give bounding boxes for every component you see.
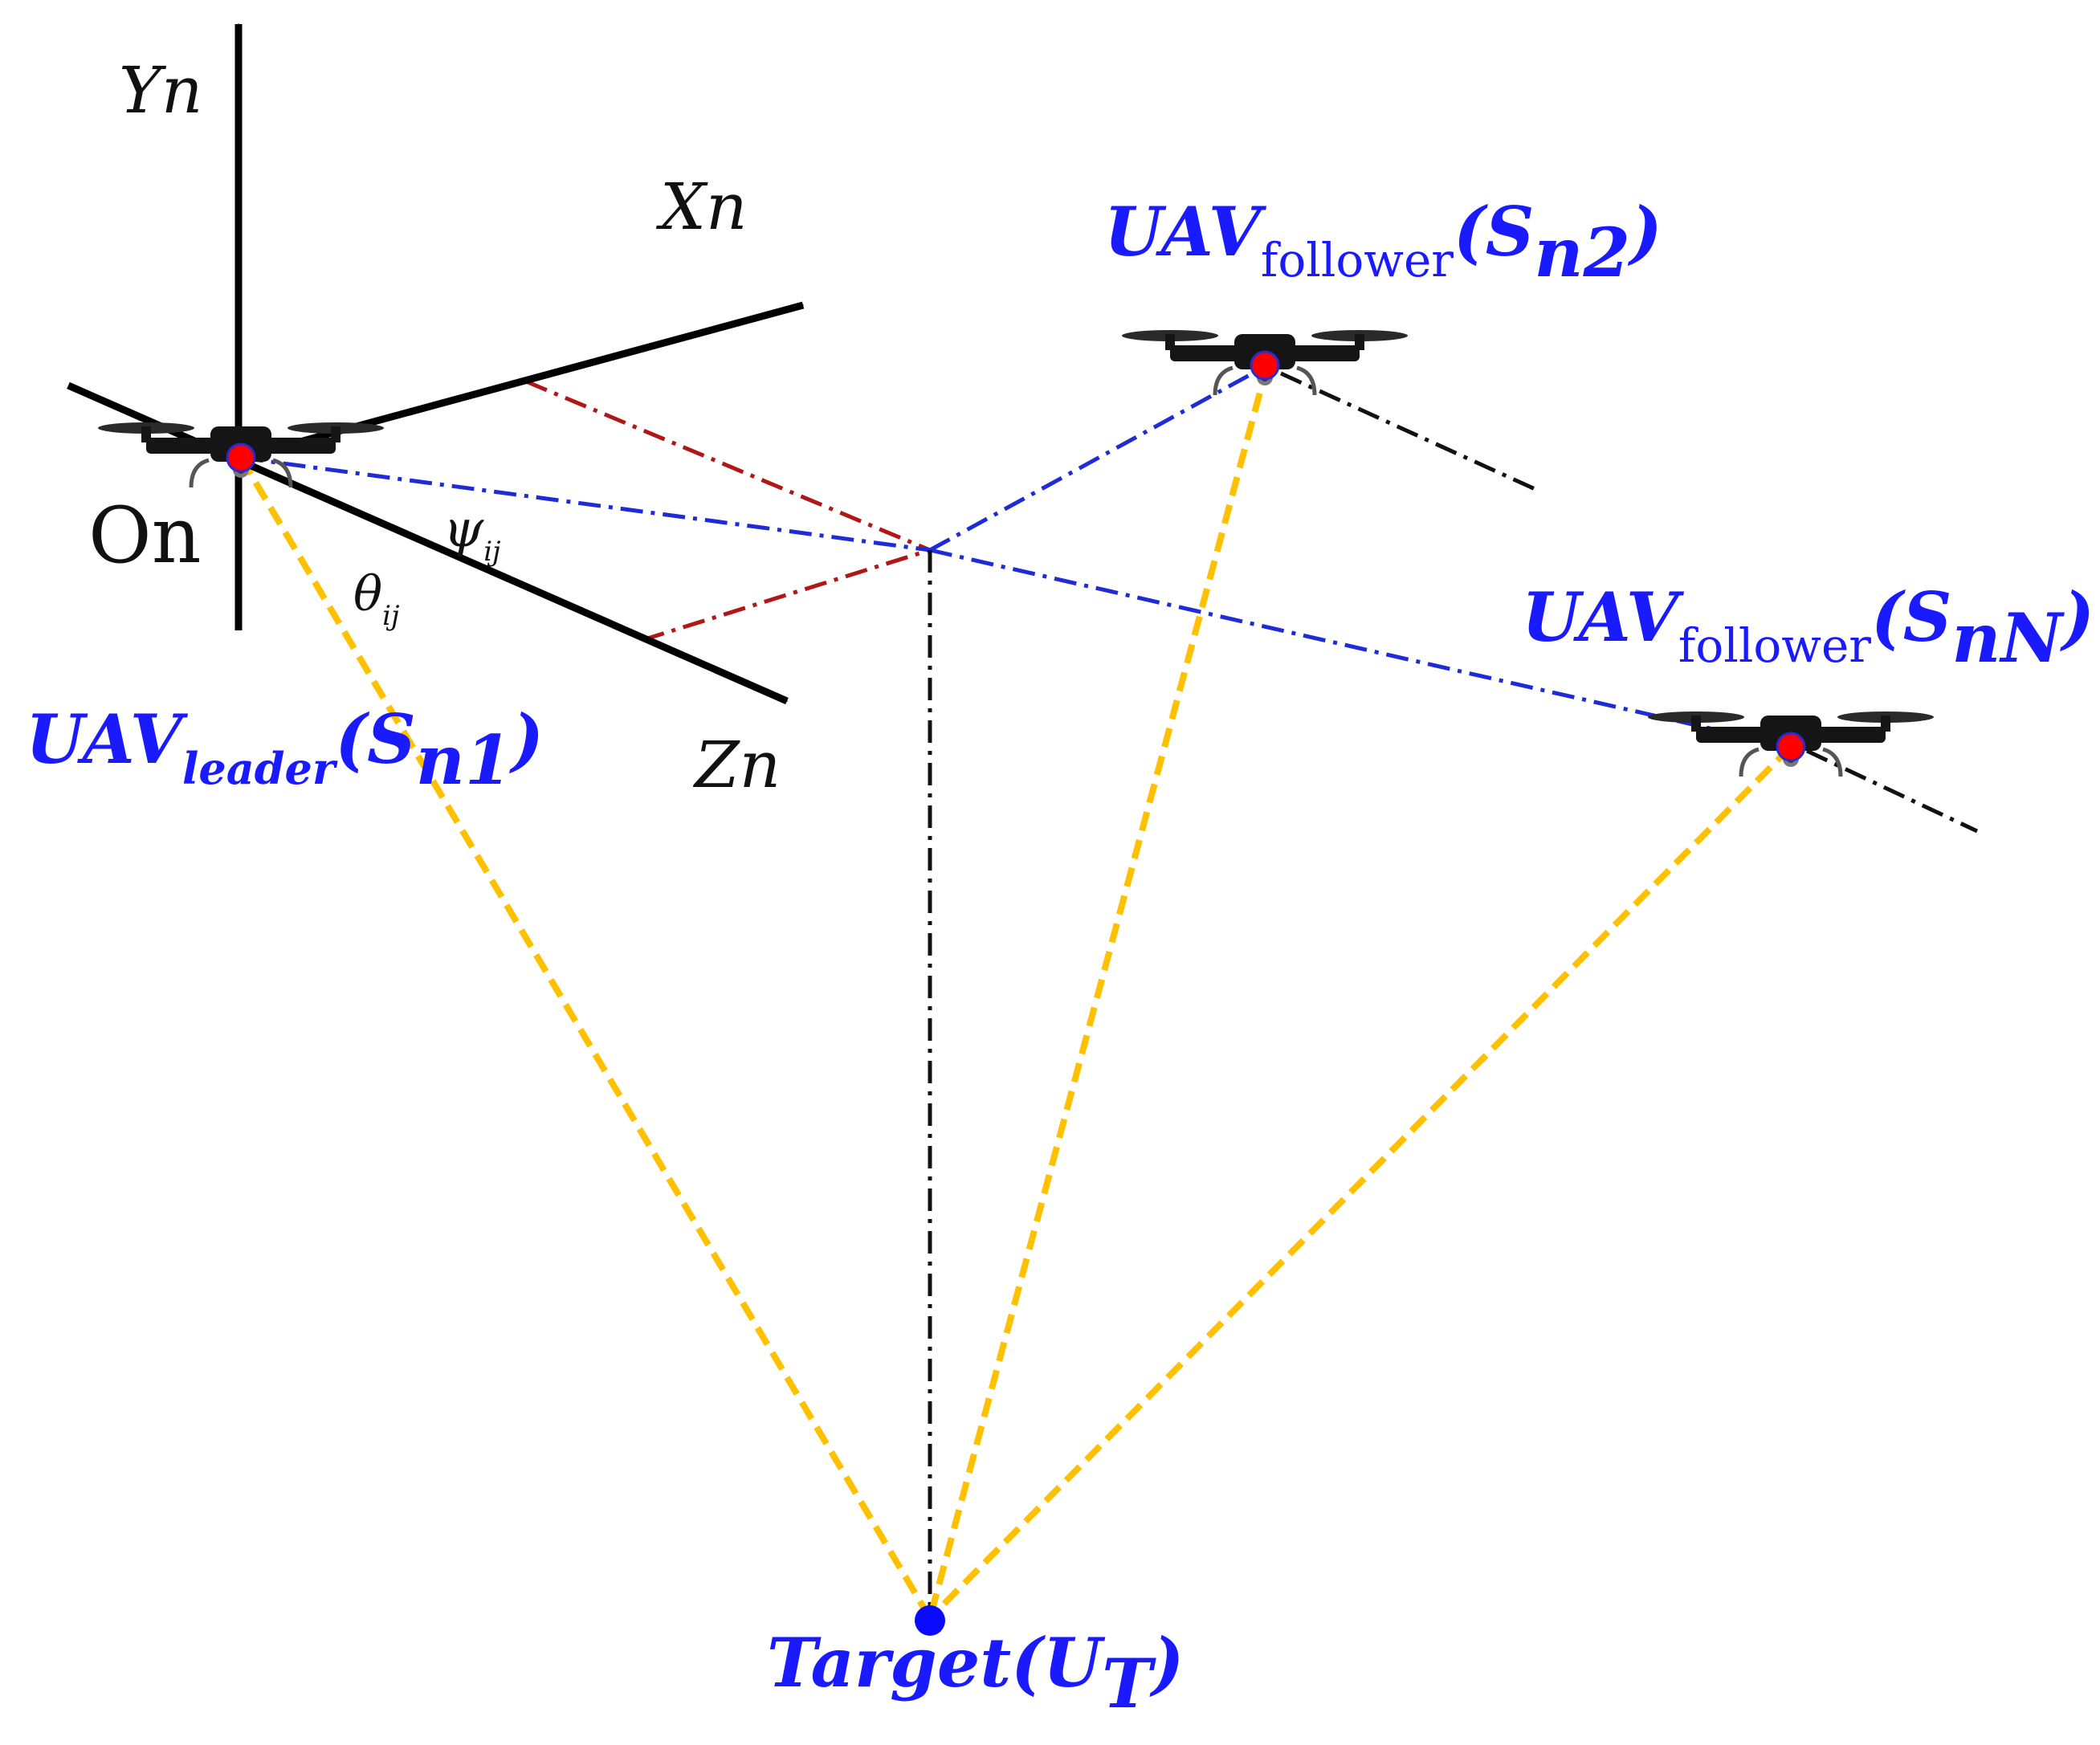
target-dot-icon xyxy=(915,1605,945,1636)
leader-drone-icon xyxy=(98,422,384,487)
black-dashdot-lines xyxy=(928,371,1979,1618)
y-axis-label: Yn xyxy=(119,53,202,128)
blue-line-leader-to-center xyxy=(240,455,931,552)
followerN-drone-icon xyxy=(1648,711,1934,777)
red-projection-x xyxy=(525,379,931,552)
follower2-uav-label: UAVfollower(Sn2) xyxy=(1104,192,1662,292)
theta-angle-label: θij xyxy=(353,566,400,632)
blue-line-center-to-follower2 xyxy=(928,363,1269,552)
sight-line-follower2 xyxy=(927,364,1270,1620)
black-heading-followerN xyxy=(1805,748,1979,834)
black-heading-follower2 xyxy=(1279,371,1542,494)
z-axis-label: Zn xyxy=(692,728,781,802)
follower2-drone-icon xyxy=(1122,330,1408,395)
red-projection-lines xyxy=(525,379,931,642)
sight-line-followerN xyxy=(928,744,1793,1621)
target-label: Target(UT) xyxy=(767,1623,1184,1723)
x-axis-arrow xyxy=(239,301,805,462)
sight-lines xyxy=(238,364,1793,1621)
x-axis-label: Xn xyxy=(655,169,747,244)
sight-line-leader xyxy=(238,455,933,1621)
red-projection-z xyxy=(642,548,931,642)
origin-label: On xyxy=(88,491,202,581)
blue-formation-lines xyxy=(240,363,1792,749)
psi-angle-label: ψij xyxy=(443,499,501,568)
followerN-uav-label: UAVfollower(SnN) xyxy=(1522,577,2094,678)
blue-line-center-to-followerN xyxy=(929,548,1792,749)
leader-uav-label: UAVleader(Sn1) xyxy=(26,699,544,800)
